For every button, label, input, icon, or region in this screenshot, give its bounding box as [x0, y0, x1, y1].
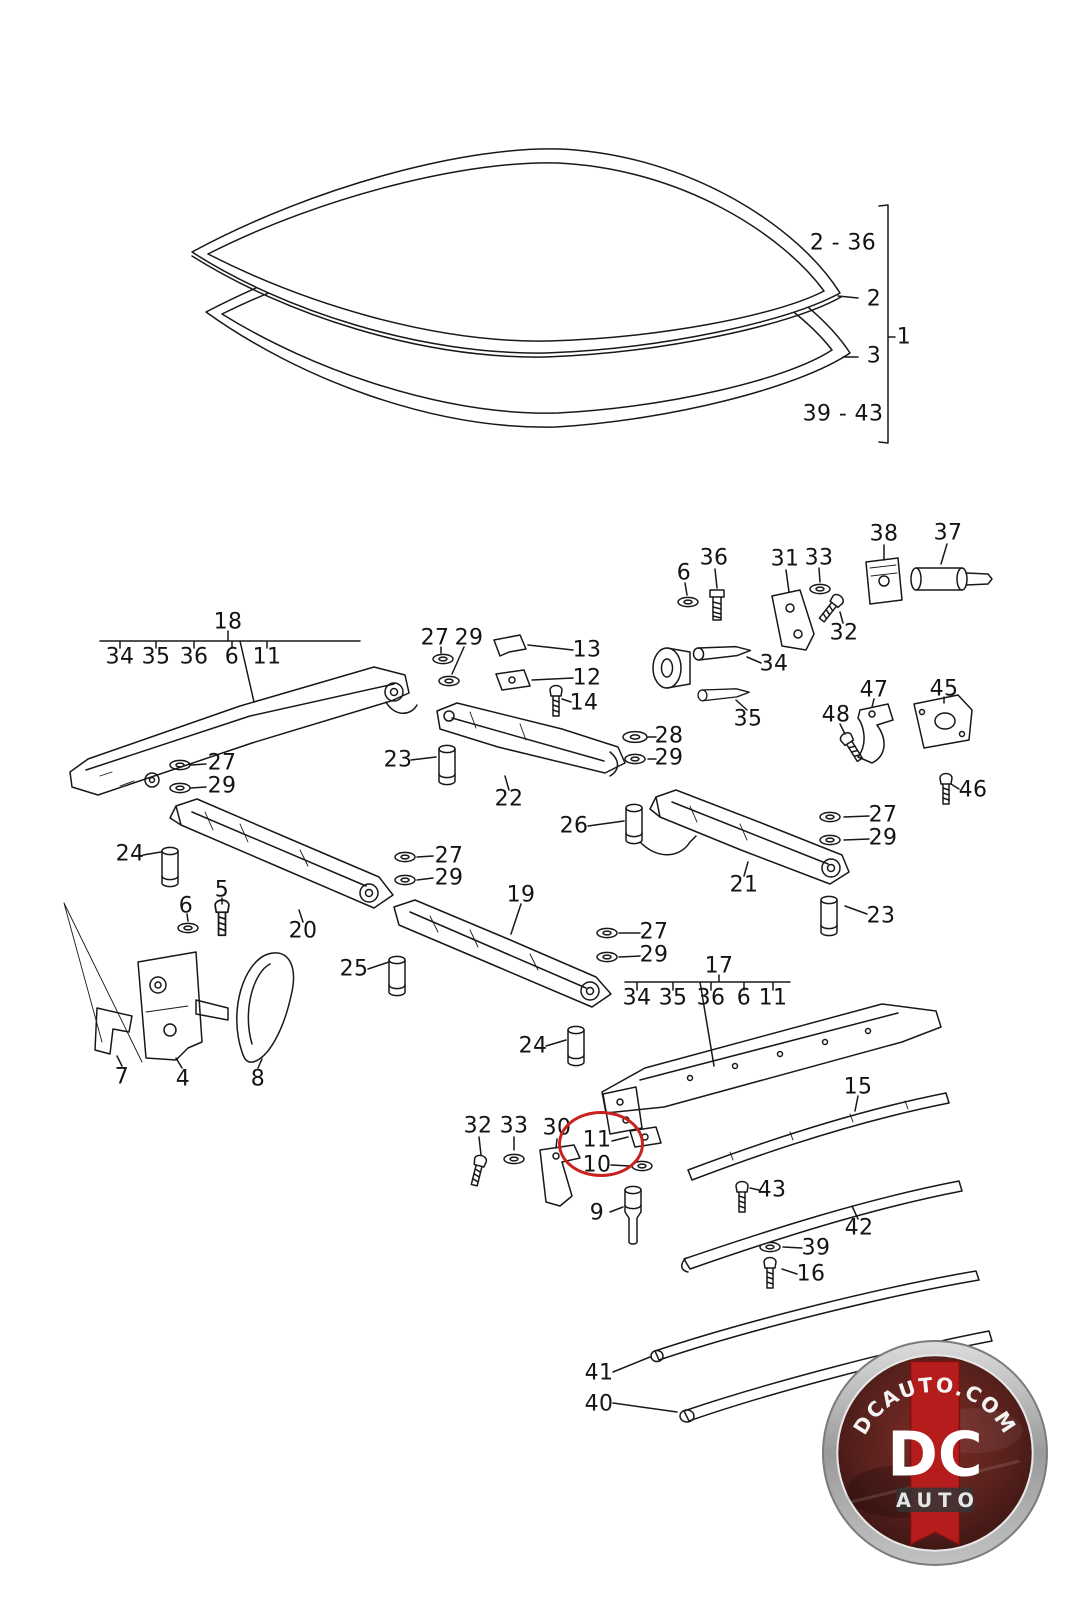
part-43-screw: [735, 1180, 749, 1213]
logo-auto-text: AUTO: [896, 1489, 980, 1512]
part-8-handle: [236, 952, 295, 1063]
part-47-bracket: [857, 703, 894, 764]
part-34-hinge-pin: [652, 642, 752, 689]
part-36-bolt: [709, 589, 725, 621]
part-7-bracket: [94, 1007, 133, 1055]
part-32-screw-bottom: [467, 1153, 489, 1188]
part-26-stud: [625, 803, 697, 856]
part-14-screw: [549, 684, 563, 717]
part-42-strip: [681, 1180, 963, 1273]
leader-lines: [63, 543, 960, 1413]
part-6-washer-top: [677, 596, 699, 608]
part-23-stud-right: [820, 895, 838, 937]
part-6-washer-latch: [177, 922, 199, 934]
part-20-cross-rail: [169, 798, 394, 909]
logo-dc-text: DC: [887, 1419, 983, 1490]
part-31-plate: [771, 589, 815, 651]
part-24-stud-left: [161, 846, 179, 888]
part-22-cross-rail: [436, 702, 626, 777]
part-23-stud-left: [438, 744, 456, 786]
part-2-roof-panel: [191, 148, 842, 358]
part-35-pin: [696, 685, 751, 702]
part-33-washer-top: [809, 583, 831, 595]
part-25-stud: [388, 955, 406, 997]
dcauto-logo: DCAUTO.COM DC AUTO: [821, 1339, 1049, 1567]
part-16-screw: [763, 1256, 777, 1289]
part-9-pin: [624, 1185, 642, 1245]
roof-callout-bracket: [837, 204, 896, 444]
part-21-cross-rail: [649, 789, 850, 885]
highlight-circle: [558, 1111, 644, 1177]
part-32-screw-top: [816, 591, 847, 625]
part-24-stud-center: [567, 1025, 585, 1067]
part-41-seal: [650, 1270, 980, 1363]
part-45-plate: [913, 694, 973, 749]
part-13-clip: [493, 634, 527, 657]
part-38-pad: [865, 557, 903, 605]
part-19-cross-rail: [393, 899, 612, 1008]
part-5-screw: [214, 899, 230, 937]
part-46-screw: [939, 772, 953, 805]
part-15-strip: [687, 1092, 950, 1181]
part-4-latch: [137, 951, 229, 1061]
part-12-clip: [495, 669, 531, 691]
part-37-cylinder: [910, 567, 993, 591]
part-18-side-rail: [69, 666, 418, 796]
dcauto-logo-svg: DCAUTO.COM DC AUTO: [822, 1340, 1048, 1566]
